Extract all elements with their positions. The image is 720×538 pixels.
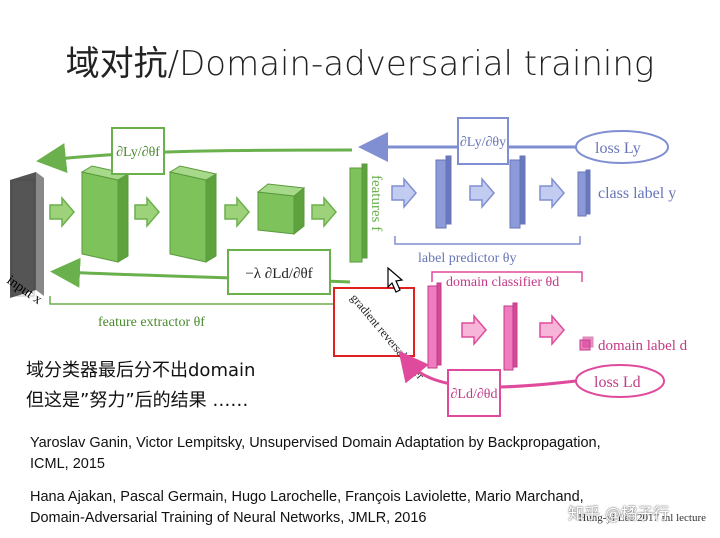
feature-extractor-label: feature extractor θf [98,315,205,330]
note-line-1: 域分类器最后分不出domain [26,360,256,381]
label-predictor-bracket [394,236,581,245]
domain-label: domain label d [598,338,688,354]
reference-2-line-1: Hana Ajakan, Pascal Germain, Hugo Laroch… [30,489,584,505]
cursor-icon [387,266,404,293]
domain-classifier-label: domain classifier θd [446,275,559,290]
lecture-credit: Hung-yi Lee 2017 ml lecture [578,512,706,524]
domain-classifier-bracket [431,271,583,282]
loss-y-label: loss Ly [595,140,641,157]
feature-gradient-arrow [36,143,353,173]
class-label: class label y [598,185,676,202]
label-predictor-layers [435,155,591,229]
label-predictor-label: label predictor θy [418,251,516,266]
feature-extractor-bracket [49,296,335,305]
feature-extractor-flow-arrows [49,195,337,229]
grad-ld-theta-d-box [447,369,501,417]
slide-title: 域对抗/Domain-adversarial training [65,44,655,84]
domain-adversarial-diagram: input x features f class label y [4,117,688,417]
grad-ly-theta-f: ∂Ly/∂θf [116,145,160,160]
feature-extractor-layers [80,163,368,263]
watermark: 知乎 @橘子行 [568,504,670,523]
grad-ly-theta-y-box [457,117,509,165]
reference-1-line-1: Yaroslav Ganin, Victor Lempitsky, Unsupe… [30,435,601,451]
domain-classifier-flow-arrows [461,313,565,347]
grad-ly-theta-y: ∂Ly/∂θy [460,135,506,150]
features-label: features f [368,175,384,231]
note-line-2: 但这是”努力”后的结果 …… [26,390,249,411]
gradient-reversal-box [333,287,415,357]
grad-ly-theta-f-box [111,127,165,175]
grad-ld-theta-d: ∂Ld/∂θd [451,387,498,402]
label-predictor-flow-arrows [391,176,565,210]
input-block [10,172,44,298]
domain-classifier-layers [427,282,594,371]
loss-d-label: loss Ld [594,374,641,391]
reversed-gradient: −λ ∂Ld/∂θf [245,266,312,282]
reference-2-line-2: Domain-Adversarial Training of Neural Ne… [30,510,427,526]
reversed-gradient-box [227,249,331,295]
reference-1-line-2: ICML, 2015 [30,456,105,472]
